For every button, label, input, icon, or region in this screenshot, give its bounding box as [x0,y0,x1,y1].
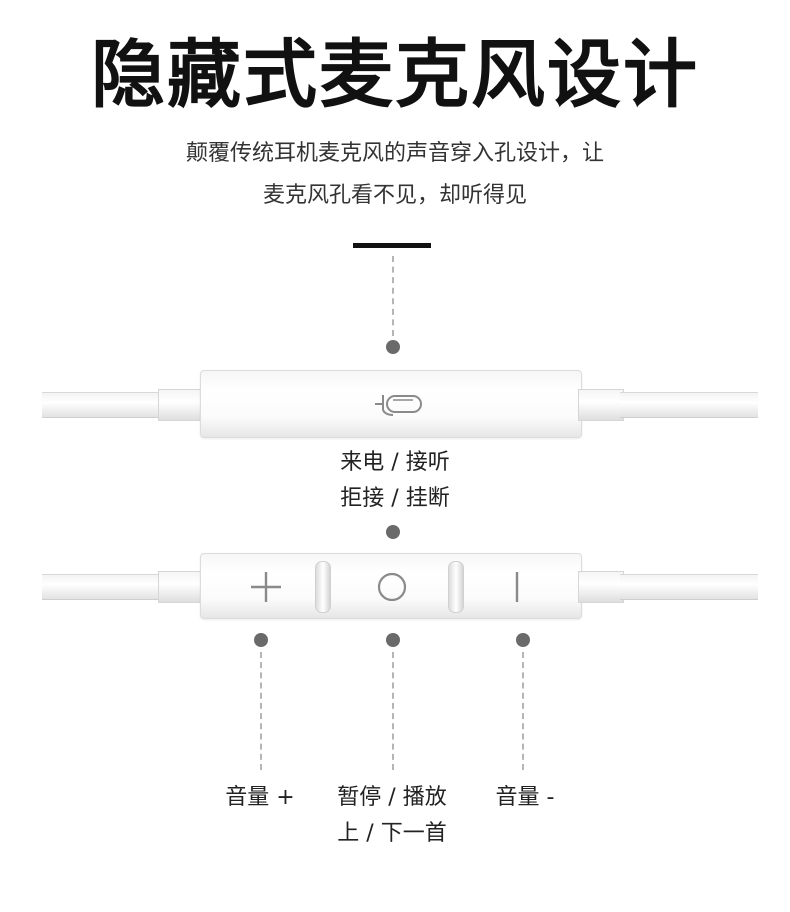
plus-icon[interactable] [249,570,283,604]
cable-collar-left [158,389,204,421]
cable-right-2 [620,574,758,600]
remote-bottom [0,553,790,623]
cable-left-2 [42,574,162,600]
cable-left [42,392,162,418]
button-divider-right [448,561,464,613]
description-line-1: 颠覆传统耳机麦克风的声音穿入孔设计，让 [185,141,604,166]
callout-dot-volume-down [516,633,530,647]
callout-line-mic [392,256,394,336]
description-line-2: 麦克风孔看不见，却听得见 [262,183,527,208]
callout-dot-mic [386,340,400,354]
remote-body-bottom [200,553,582,619]
remote-body-top [200,370,582,438]
callout-dot-center-top [386,525,400,539]
circle-icon[interactable] [376,571,408,603]
cable-right [620,392,758,418]
minus-bar-icon[interactable] [507,570,527,604]
cable-collar-left-2 [158,571,204,603]
callout-line-volume-down [522,652,524,770]
label-call-2: 拒接 / 挂断 [340,486,450,511]
callout-line-volume-up [260,652,262,770]
label-play-1: 暂停 / 播放 [337,785,447,810]
cable-collar-right-2 [578,571,624,603]
label-volume-down: 音量 - [495,785,555,810]
callout-dot-play [386,633,400,647]
callout-dot-volume-up [254,633,268,647]
callout-line-play [392,652,394,770]
title-divider [353,243,431,248]
remote-top [0,370,790,440]
label-play-2: 上 / 下一首 [337,821,447,846]
page-title: 隐藏式麦克风设计 [91,32,699,118]
label-call-1: 来电 / 接听 [340,450,450,475]
label-volume-up: 音量 + [225,785,295,810]
cable-collar-right [578,389,624,421]
microphone-icon [375,395,422,416]
button-divider-left [315,561,331,613]
